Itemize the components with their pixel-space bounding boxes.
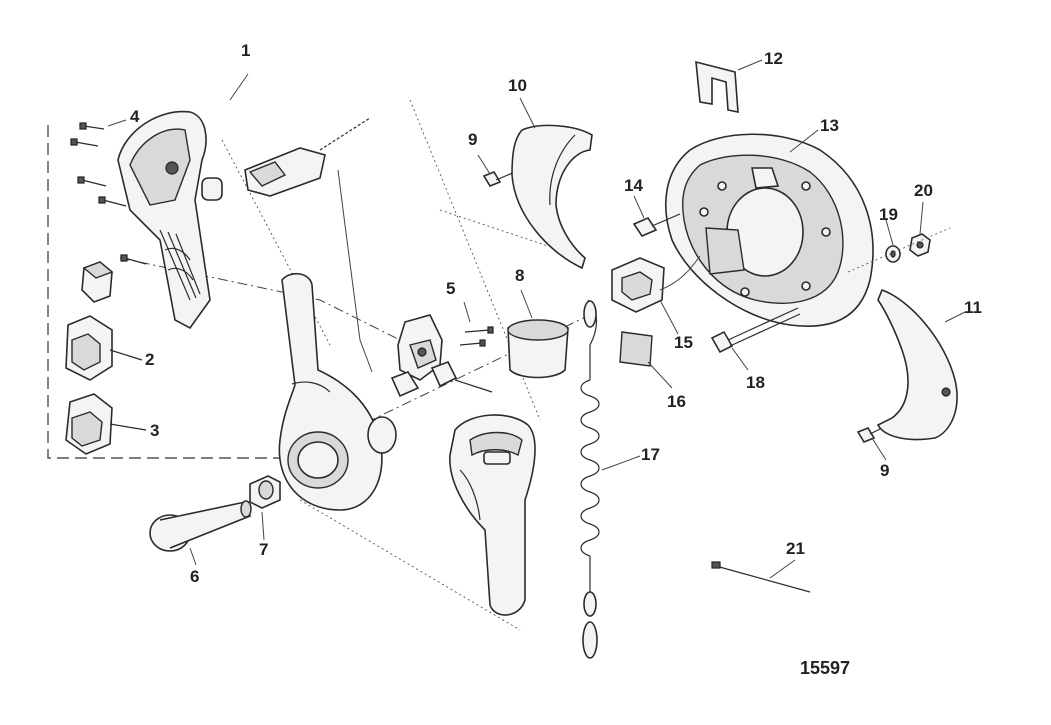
cable-tie-item-21 [711,561,811,593]
lanyard-item-17 [580,299,600,659]
callout-7: 7 [259,540,269,559]
switch-item-2 [65,315,143,381]
centerline-f [439,209,561,251]
callout-20: 20 [914,181,933,200]
callout-19: 19 [879,205,898,224]
bolt-item-9-lower [856,423,891,443]
knob-item-6 [149,500,252,552]
cover-item-10 [511,124,593,270]
handle-housing-item-1 [117,110,211,330]
callout-9-lower: 9 [880,461,890,480]
callout-6: 6 [190,567,200,586]
bushing-item-8 [507,319,569,379]
callout-5: 5 [446,279,456,298]
callout-2: 2 [145,350,155,369]
leader-lines [107,59,966,579]
callout-21: 21 [786,539,805,558]
callout-17: 17 [641,445,660,464]
clip-item-12 [695,60,739,113]
pad-item-16 [619,331,653,367]
callout-11: 11 [964,298,982,317]
main-housing-item-13 [664,133,874,327]
callout-1: 1 [241,41,251,60]
switch-item-15 [611,255,701,313]
callout-13: 13 [820,116,839,135]
centerline-g [847,227,951,273]
callout-4: 4 [130,107,140,126]
callout-3: 3 [150,421,160,440]
screws-item-4 [70,122,147,265]
control-grip [449,414,536,616]
lever-assembly-item-5 [390,314,494,398]
control-arm [278,272,397,511]
trim-switch-harness [244,117,373,373]
bolt-item-18 [710,307,801,354]
group-bracket [47,125,300,459]
callout-18: 18 [746,373,765,392]
callout-16: 16 [667,392,686,411]
callout-12: 12 [764,49,783,68]
callout-14: 14 [624,176,643,195]
centerline-c [221,139,331,346]
diagram-reference-number: 15597 [800,658,851,678]
washer-item-19 [885,245,901,263]
callout-8: 8 [515,266,525,285]
callout-10: 10 [508,76,527,95]
bolt-item-14 [632,213,681,237]
nut-item-7 [249,475,281,509]
cover-item-11 [876,288,958,441]
callout-9-upper: 9 [468,130,478,149]
bolt-item-9-upper [482,171,516,187]
nut-item-20 [909,233,931,257]
spacer [201,177,223,201]
switch-item-3 [65,393,147,455]
callout-15: 15 [674,333,693,352]
switch-cap-small [81,261,114,303]
